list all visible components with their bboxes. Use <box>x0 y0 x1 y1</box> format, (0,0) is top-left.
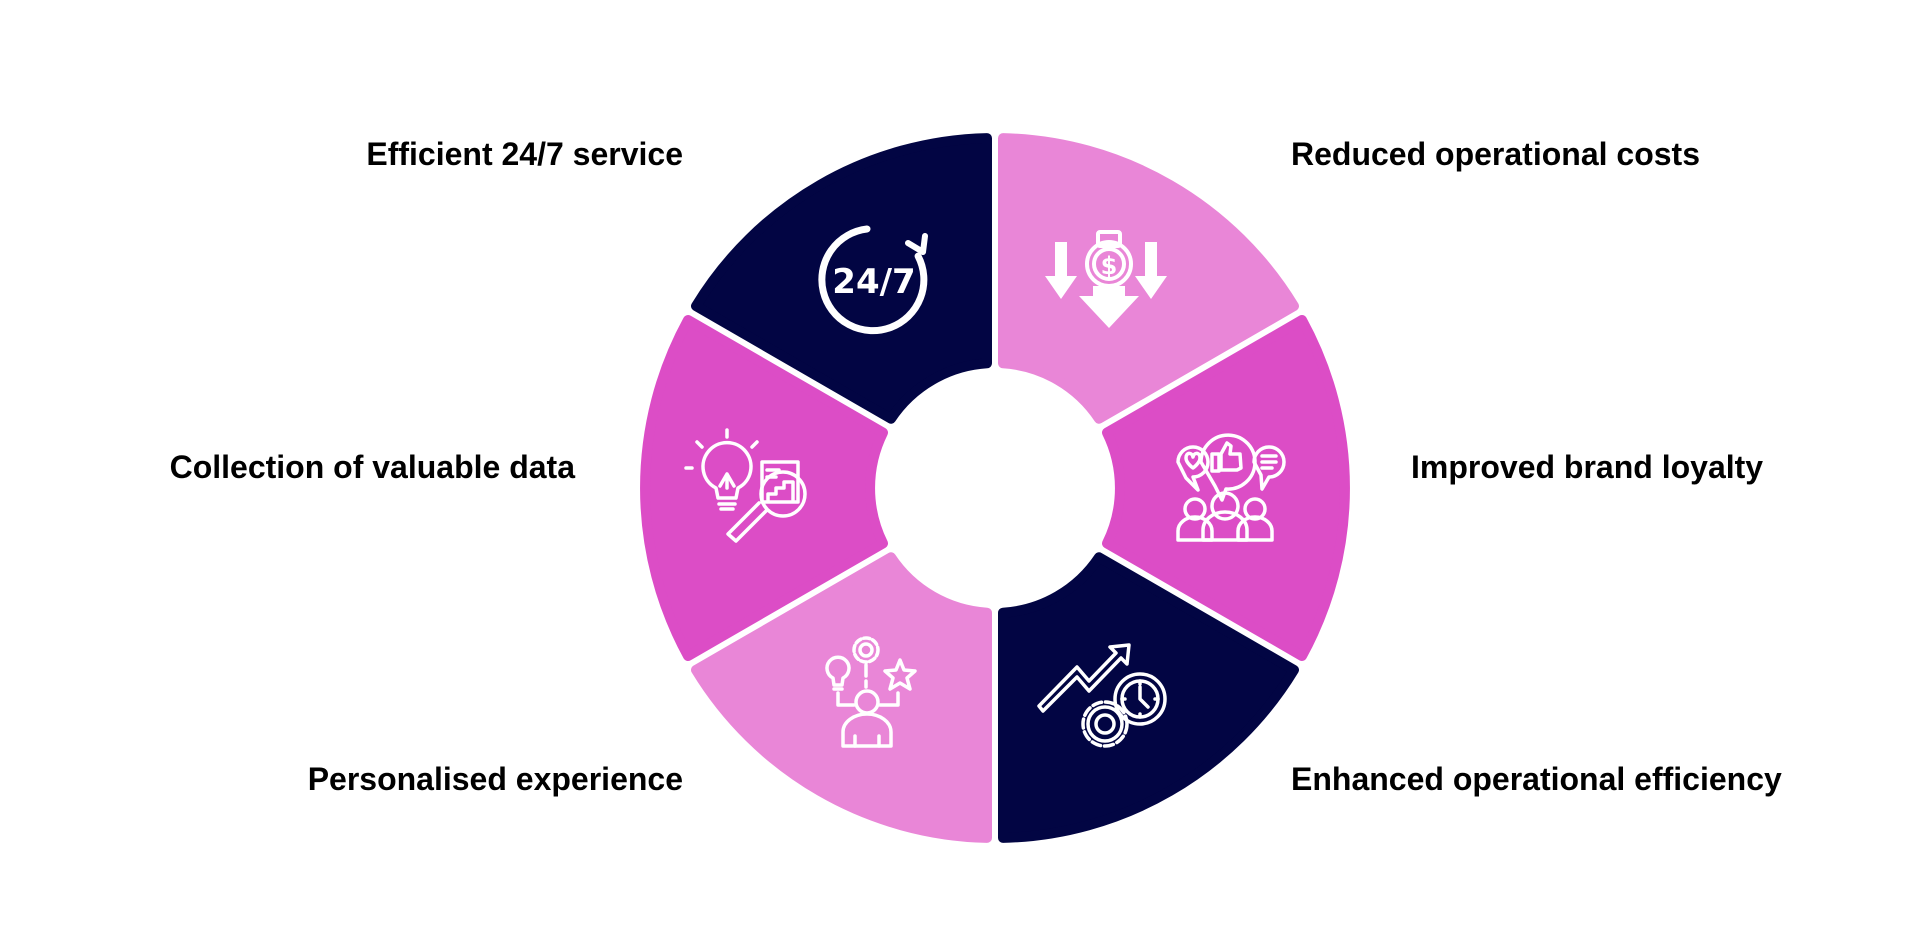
wheel-segment-valuable-data <box>640 315 888 661</box>
label-enhanced-operational-efficiency: Enhanced operational efficiency <box>1291 761 1782 797</box>
label-reduced-operational-costs: Reduced operational costs <box>1291 136 1700 172</box>
clock-24-7-text: 24/7 <box>832 262 915 302</box>
clock-24-7-icon: 24/7 <box>818 225 928 335</box>
label-personalised-experience: Personalised experience <box>307 761 683 797</box>
svg-text:$: $ <box>1101 252 1118 280</box>
cost-reduction-icon: $ <box>1045 230 1167 328</box>
customer-loyalty-icon <box>1176 433 1286 542</box>
personalised-user-icon <box>825 636 917 748</box>
wheel-segment-operational-efficiency <box>998 552 1299 843</box>
wheel-segment-personalised-experience <box>691 552 992 843</box>
wheel-segment-efficient-service <box>691 133 992 424</box>
efficiency-growth-icon <box>1037 643 1167 748</box>
label-collection-of-valuable-data: Collection of valuable data <box>169 449 575 485</box>
data-insight-icon <box>684 428 807 543</box>
label-efficient-24-7-service: Efficient 24/7 service <box>366 136 683 172</box>
label-improved-brand-loyalty: Improved brand loyalty <box>1411 449 1764 485</box>
